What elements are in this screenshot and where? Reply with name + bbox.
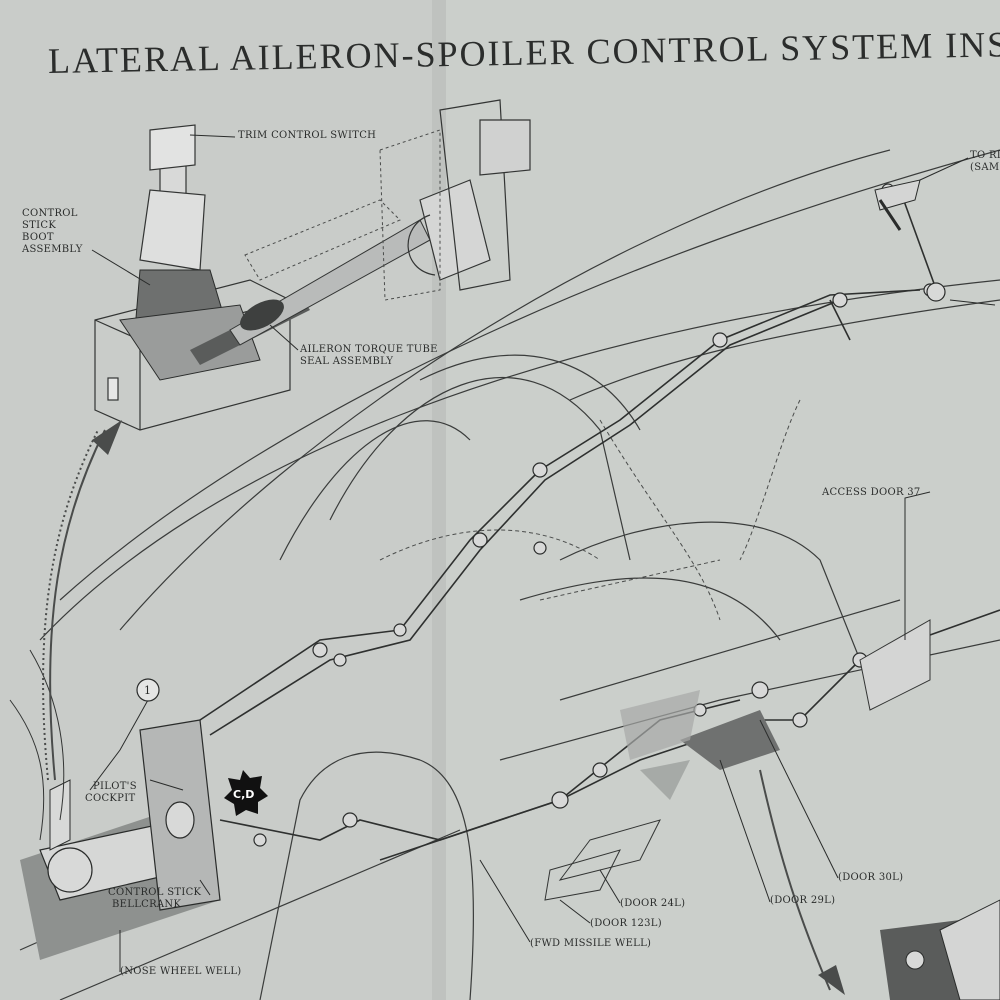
door-panels	[544, 619, 931, 901]
leader-lines	[89, 134, 996, 972]
label-control-stick-boot-2: STICK	[22, 220, 57, 231]
label-trim-control-switch: TRIM CONTROL SWITCH	[238, 130, 377, 141]
label-to-ref-2: (SAM	[970, 162, 1000, 173]
cd-badge: C,D	[233, 788, 254, 801]
control-stick	[119, 124, 261, 381]
pilots-cockpit-assembly	[9, 649, 221, 960]
callout-1-marker	[136, 678, 160, 702]
label-pilots-cockpit-1: PILOT'S	[93, 781, 137, 792]
linkage-bellcranks	[253, 183, 937, 847]
label-torque-tube-seal-2: SEAL ASSEMBLY	[300, 356, 394, 367]
label-door-123l: (DOOR 123L)	[590, 918, 662, 929]
label-control-stick-bellcrank-2: BELLCRANK	[112, 899, 182, 910]
fuselage-outline	[19, 149, 1000, 1000]
label-control-stick-boot-4: ASSEMBLY	[22, 244, 83, 255]
lower-right-bracket	[880, 899, 1000, 1000]
label-control-stick-boot-3: BOOT	[22, 232, 54, 243]
label-pilots-cockpit-2: COCKPIT	[85, 793, 136, 804]
label-torque-tube-seal-1: AILERON TORQUE TUBE	[300, 344, 438, 355]
arrow-head-down	[818, 965, 845, 995]
right-page-tint	[446, 0, 1000, 1000]
label-nose-wheel-well: (NOSE WHEEL WELL)	[120, 966, 242, 977]
label-door-24l: (DOOR 24L)	[620, 898, 686, 909]
label-to-ref-1: TO RI	[970, 150, 1000, 161]
upper-right-linkage	[874, 179, 946, 302]
label-fwd-missile-well: (FWD MISSILE WELL)	[530, 938, 652, 949]
callout-1-number: 1	[144, 684, 151, 697]
label-door-29l: (DOOR 29L)	[770, 895, 836, 906]
label-door-30l: (DOOR 30L)	[838, 872, 904, 883]
label-control-stick-boot-1: CONTROL	[22, 208, 78, 219]
cd-badge-marker: C,D	[224, 770, 268, 816]
arrow-head-up	[92, 420, 122, 455]
flow-arrows	[42, 429, 831, 991]
label-access-door-37: ACCESS DOOR 37	[822, 487, 921, 498]
label-control-stick-bellcrank-1: CONTROL STICK	[108, 887, 202, 898]
aileron-torque-tube	[190, 99, 531, 365]
